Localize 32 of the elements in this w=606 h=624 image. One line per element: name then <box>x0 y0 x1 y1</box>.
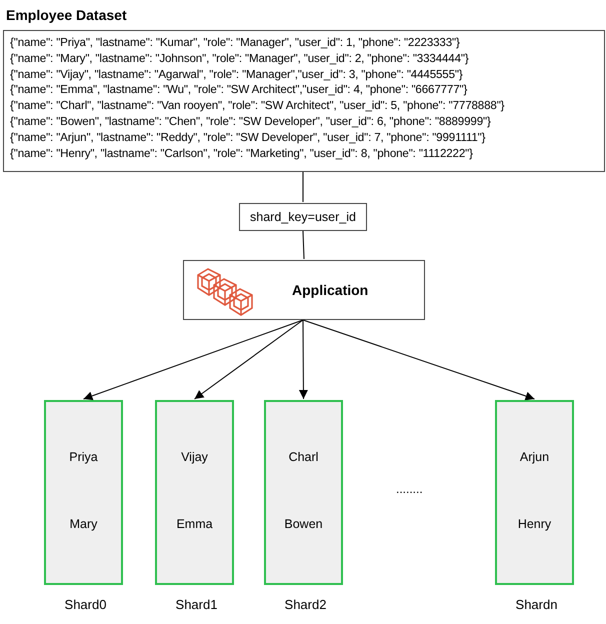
json-record: {"name": "Mary", "lastname": "Johnson", "role": "Manager", "user_id": 2, "phone": "3334444"} <box>10 52 469 65</box>
shard-label: Shardn <box>514 597 558 612</box>
record-name: Emma <box>175 517 214 531</box>
json-record: {"name": "Charl", "lastname": "Van rooyen", "role": "SW Architect", "user_id": 5, "phone": "7778888"} <box>10 99 504 112</box>
arrow <box>302 320 535 400</box>
record-name: Henry <box>516 517 552 531</box>
application-box <box>183 260 425 320</box>
json-record: {"name": "Priya", "lastname": "Kumar", "role": "Manager", "user_id": 1, "phone": "2223333"} <box>10 36 460 49</box>
shard-label: Shard2 <box>284 597 328 612</box>
arrow <box>194 320 304 400</box>
shard-label: Shard1 <box>174 597 218 612</box>
shard-key-box <box>239 203 367 231</box>
connector-line <box>302 172 304 202</box>
json-record: {"name": "Arjun", "lastname": "Reddy", "role": "SW Developer", "user_id": 7, "phone": "9991111"} <box>10 130 486 144</box>
json-record: {"name": "Bowen", "lastname": "Chen", "role": "SW Developer", "user_id": 6, "phone": "8889999"} <box>10 115 491 128</box>
record-name: Vijay <box>180 450 209 464</box>
connector-line <box>302 230 304 260</box>
shard-key-text: shard_key=user_id <box>250 210 356 224</box>
json-record: {"name": "Emma", "lastname": "Wu", "role": "SW Architect","user_id": 4, "phone": "6667777"} <box>10 83 468 96</box>
record-name: Bowen <box>283 517 324 531</box>
arrow <box>298 320 308 400</box>
dataset-title: Employee Dataset <box>6 7 127 23</box>
application-label: Application <box>292 282 368 298</box>
record-name: Priya <box>68 450 99 464</box>
shard-label: Shard0 <box>64 597 108 612</box>
record-name: Charl <box>288 450 320 464</box>
ellipsis-text: ........ <box>396 482 423 496</box>
json-record: {"name": "Henry", "lastname": "Carlson", "role": "Marketing", "user_id": 8, "phone": "1112222"} <box>10 146 473 160</box>
record-name: Arjun <box>518 450 550 464</box>
arrow <box>83 320 304 400</box>
json-record: {"name": "Vijay", "lastname": "Agarwal", "role": "Manager","user_id": 3, "phone": "4445555"} <box>10 68 463 81</box>
record-name: Mary <box>68 517 98 531</box>
